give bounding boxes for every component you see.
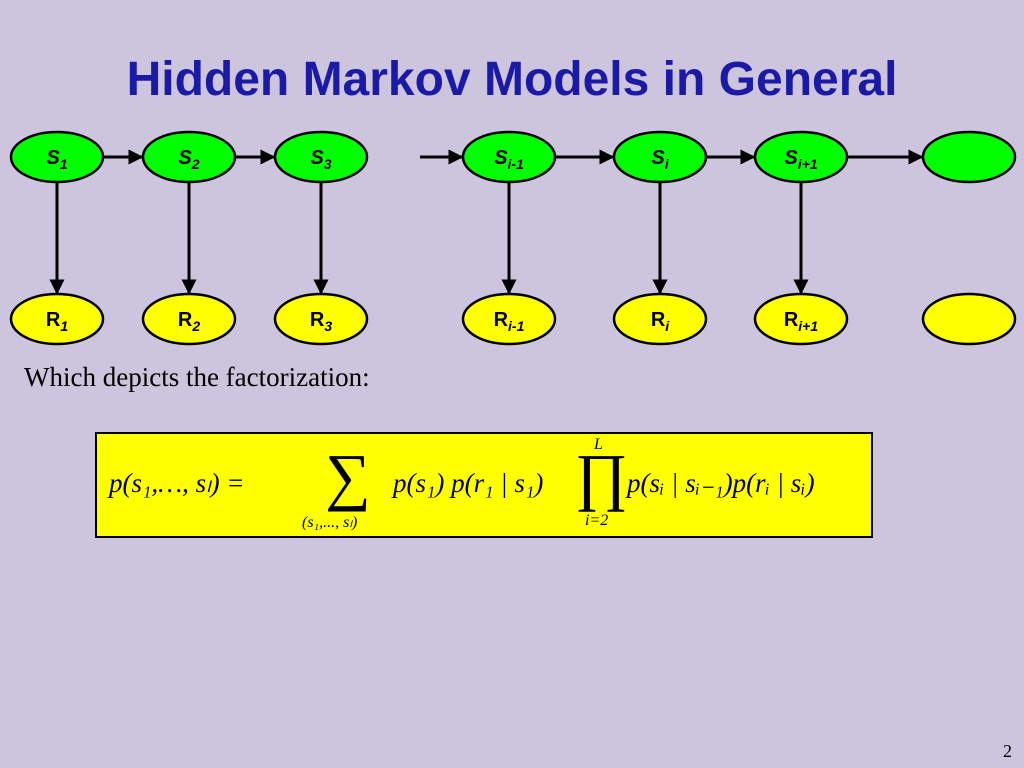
observation-node: Ri-1 [461, 292, 557, 346]
observation-node: R1 [9, 292, 105, 346]
slide-title: Hidden Markov Models in General [126, 53, 898, 106]
sum-lower-limit: (s₁,..., sₗ) [302, 514, 358, 531]
state-node [921, 130, 1017, 184]
observation-label: R3 [310, 309, 332, 334]
product-symbol: ∏ [575, 441, 628, 512]
state-label: S1 [46, 147, 67, 172]
observation-label: Ri+1 [784, 309, 819, 334]
state-label: Si-1 [494, 147, 524, 172]
sum-symbol: ∑ [325, 441, 371, 512]
factorization-formula: p(s₁,…, sₗ) = ∑ (s₁,..., sₗ) p(s₁) p(r₁ … [95, 432, 873, 538]
state-node: Si-1 [461, 130, 557, 184]
formula-lhs: p(s₁,…, sₗ) = [109, 468, 245, 498]
observation-node: R2 [141, 292, 237, 346]
formula-term1: p(s₁) p(r₁ | s₁) [393, 468, 544, 498]
product-lower-limit: i=2 [585, 512, 609, 529]
observation-node: Ri+1 [753, 292, 849, 346]
state-node: Si [612, 130, 708, 184]
formula-term2: p(sᵢ | sᵢ₋₁)p(rᵢ | sᵢ) [627, 468, 815, 498]
state-label: S3 [310, 147, 331, 172]
observation-label: Ri [651, 309, 670, 334]
state-label: S2 [178, 147, 199, 172]
observation-label: Ri-1 [494, 309, 525, 334]
observation-node: R3 [273, 292, 369, 346]
state-node: S3 [273, 130, 369, 184]
product-upper-limit: L [594, 436, 603, 453]
state-label: Si [651, 147, 669, 172]
state-node: Si+1 [753, 130, 849, 184]
observation-label: R2 [178, 309, 200, 334]
state-label: Si+1 [784, 147, 817, 172]
observation-node [921, 292, 1017, 346]
observation-label: R1 [46, 309, 68, 334]
state-node: S2 [141, 130, 237, 184]
caption-text: Which depicts the factorization: [24, 362, 370, 392]
page-number: 2 [1003, 741, 1012, 761]
observation-node: Ri [612, 292, 708, 346]
edges [49, 149, 924, 295]
state-node: S1 [9, 130, 105, 184]
